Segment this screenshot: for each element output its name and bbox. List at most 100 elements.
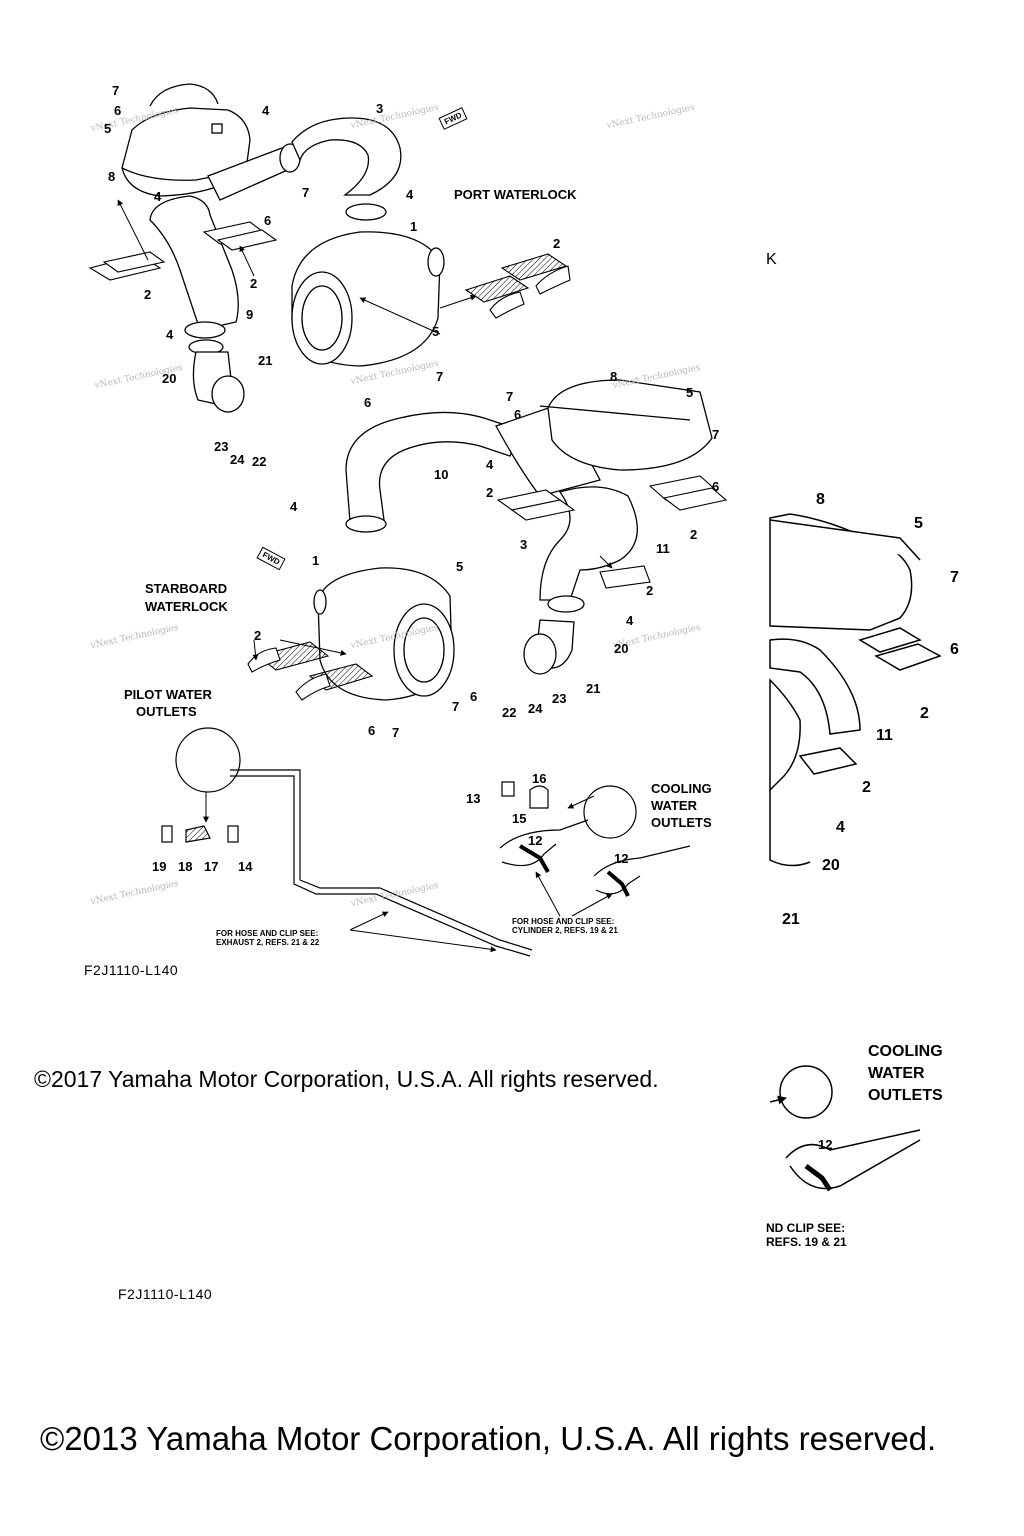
cooling-water-outlets-label-line1: COOLING: [651, 781, 712, 796]
port-waterlock-label: PORT WATERLOCK: [454, 187, 577, 202]
callout: 7: [436, 369, 444, 384]
starboard-waterlock-label-line1: STARBOARD: [145, 581, 228, 596]
callout: 16: [532, 771, 547, 786]
callout: 12: [818, 1137, 833, 1152]
callout: 6: [712, 479, 720, 494]
cooling-water-outlets-zoom-line3: OUTLETS: [868, 1087, 943, 1104]
callout: 20: [162, 371, 177, 386]
callout: 21: [258, 353, 273, 368]
callout: 4: [486, 457, 494, 472]
pilot-water-lines: [161, 727, 533, 957]
port-hoses: [149, 117, 402, 413]
callout: 7: [392, 725, 400, 740]
callout: 8: [816, 491, 825, 508]
port-pads: [88, 221, 571, 319]
right-crop-fragment: [769, 513, 942, 1192]
callout: 4: [262, 103, 270, 118]
port-waterlock-canister: [291, 231, 445, 367]
callout: 4: [290, 499, 298, 514]
callout: 18: [178, 859, 193, 874]
exhaust-note-line1: FOR HOSE AND CLIP SEE:: [216, 929, 319, 938]
callout: 15: [512, 811, 527, 826]
callout: 7: [112, 83, 120, 98]
cooling-water-outlets: [499, 781, 691, 897]
pilot-water-outlets-label-line1: PILOT WATER: [124, 687, 212, 702]
copyright-2017: ©2017 Yamaha Motor Corporation, U.S.A. A…: [34, 1066, 659, 1092]
callout: 2: [690, 527, 698, 542]
callout: 4: [406, 187, 414, 202]
callout: 7: [302, 185, 310, 200]
callout: 11: [876, 727, 893, 744]
callout: 3: [376, 101, 384, 116]
callout: 21: [782, 911, 800, 928]
callout: 24: [528, 701, 543, 716]
callout: 10: [434, 467, 449, 482]
cooling-water-outlets-zoom-line2: WATER: [868, 1065, 925, 1082]
callout: 13: [466, 791, 481, 806]
callout: 2: [144, 287, 152, 302]
callout: 5: [104, 121, 112, 136]
starboard-pads: [247, 475, 728, 701]
callout: 23: [552, 691, 567, 706]
callout: 23: [214, 439, 229, 454]
callout: 7: [950, 569, 959, 586]
diagram-code: F2J1110-L140: [84, 962, 179, 978]
callout: 11: [656, 541, 670, 556]
callout: 24: [230, 452, 245, 467]
port-waterlock-partial-label: K: [766, 251, 777, 268]
callout: 21: [586, 681, 601, 696]
callout: 12: [528, 833, 543, 848]
starboard-hoses: [345, 403, 638, 675]
cooling-water-outlets-zoom-line1: COOLING: [868, 1043, 943, 1060]
callout: 4: [626, 613, 634, 628]
callout: 1: [410, 219, 418, 234]
callout: 20: [614, 641, 629, 656]
diagram-code-repeat: F2J1110-L140: [118, 1286, 213, 1302]
callout: 2: [254, 628, 262, 643]
callout: 6: [470, 689, 478, 704]
callout: 4: [166, 327, 174, 342]
callout: 22: [252, 454, 267, 469]
callout: 7: [506, 389, 514, 404]
callout: 1: [312, 553, 320, 568]
leader-lines: [117, 199, 613, 953]
copyright-2013: ©2013 Yamaha Motor Corporation, U.S.A. A…: [40, 1420, 937, 1457]
callout: 6: [114, 103, 122, 118]
callout: 2: [646, 583, 654, 598]
callout: 6: [514, 407, 522, 422]
callout: 5: [914, 515, 923, 532]
cooling-water-outlets-label-line2: WATER: [651, 798, 697, 813]
cylinder-note-line1: FOR HOSE AND CLIP SEE:: [512, 917, 615, 926]
callout: 12: [614, 851, 629, 866]
callout: 2: [486, 485, 494, 500]
callout: 6: [264, 213, 272, 228]
starboard-waterlock-label-line2: WATERLOCK: [145, 599, 228, 614]
callout: 2: [920, 705, 929, 722]
callout: 22: [502, 705, 517, 720]
callout: 6: [364, 395, 372, 410]
cooling-water-outlets-label-line3: OUTLETS: [651, 815, 712, 830]
callout: 4: [836, 819, 845, 836]
callout: 8: [610, 369, 618, 384]
callout: 19: [152, 859, 167, 874]
callout: 3: [520, 537, 528, 552]
callout: 6: [950, 641, 959, 658]
callout: 2: [862, 779, 871, 796]
callout: 14: [238, 859, 253, 874]
pilot-water-outlets-label-line2: OUTLETS: [136, 704, 197, 719]
callout: 9: [246, 307, 254, 322]
callout: 20: [822, 857, 840, 874]
callout: 6: [368, 723, 376, 738]
cylinder-note-zoom-line1: ND CLIP SEE:: [766, 1221, 846, 1235]
callout: 5: [432, 324, 440, 339]
front-air-box: [539, 379, 713, 471]
callout: 5: [456, 559, 464, 574]
callout: 8: [108, 169, 116, 184]
cylinder-note-line2: CYLINDER 2, REFS. 19 & 21: [512, 926, 618, 935]
callout: 2: [250, 276, 258, 291]
callout: 7: [712, 427, 720, 442]
callout: 7: [452, 699, 460, 714]
cylinder-note-zoom-line2: REFS. 19 & 21: [766, 1235, 847, 1249]
